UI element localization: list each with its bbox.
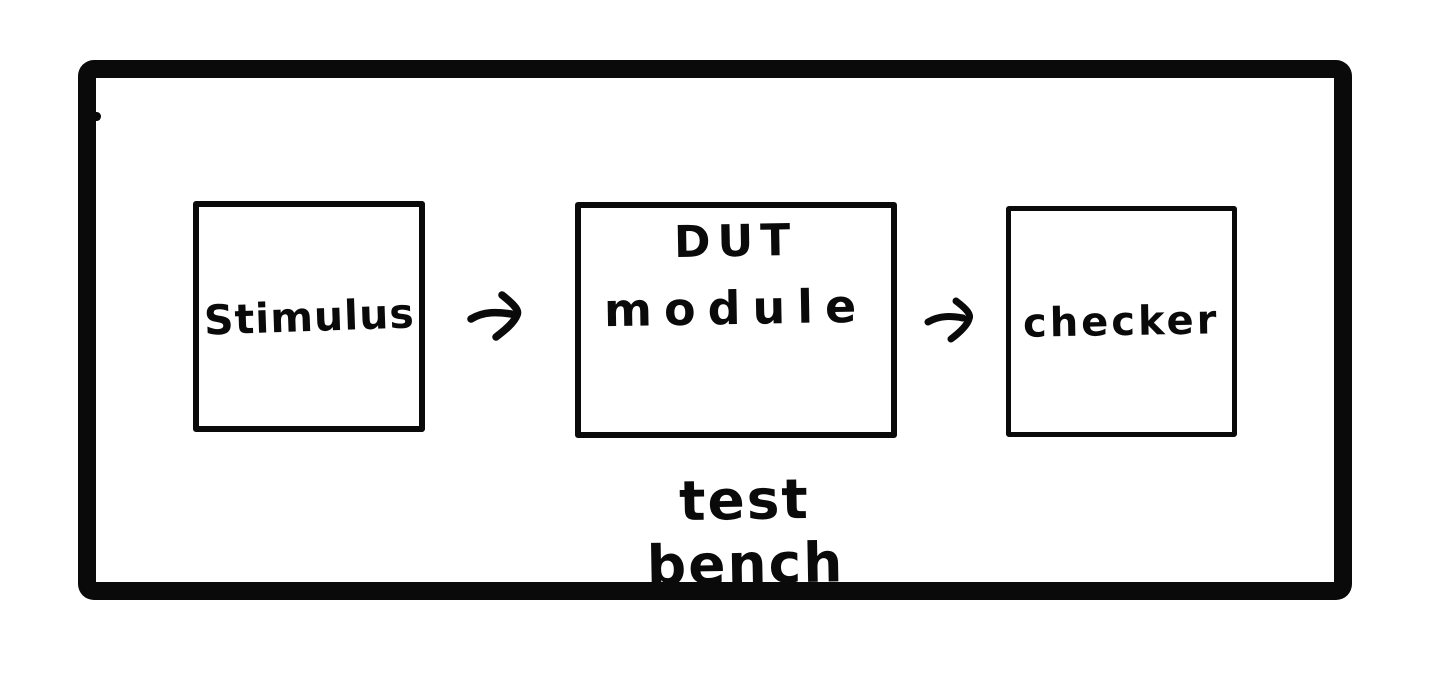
dut-label-line1: DUT bbox=[673, 214, 799, 269]
checker-label: checker bbox=[1022, 296, 1221, 347]
arrow-stimulus-to-dut-icon bbox=[466, 286, 534, 344]
arrow-dut-to-checker-icon bbox=[924, 293, 984, 345]
dut-module-block: DUT module bbox=[575, 202, 897, 438]
checker-block: checker bbox=[1006, 206, 1237, 437]
stimulus-block: Stimulus bbox=[193, 201, 425, 432]
ink-blob-artifact bbox=[93, 112, 101, 121]
dut-label-line2: module bbox=[603, 278, 869, 338]
test-bench-caption: test bench bbox=[646, 466, 845, 598]
stimulus-label: Stimulus bbox=[202, 288, 416, 345]
